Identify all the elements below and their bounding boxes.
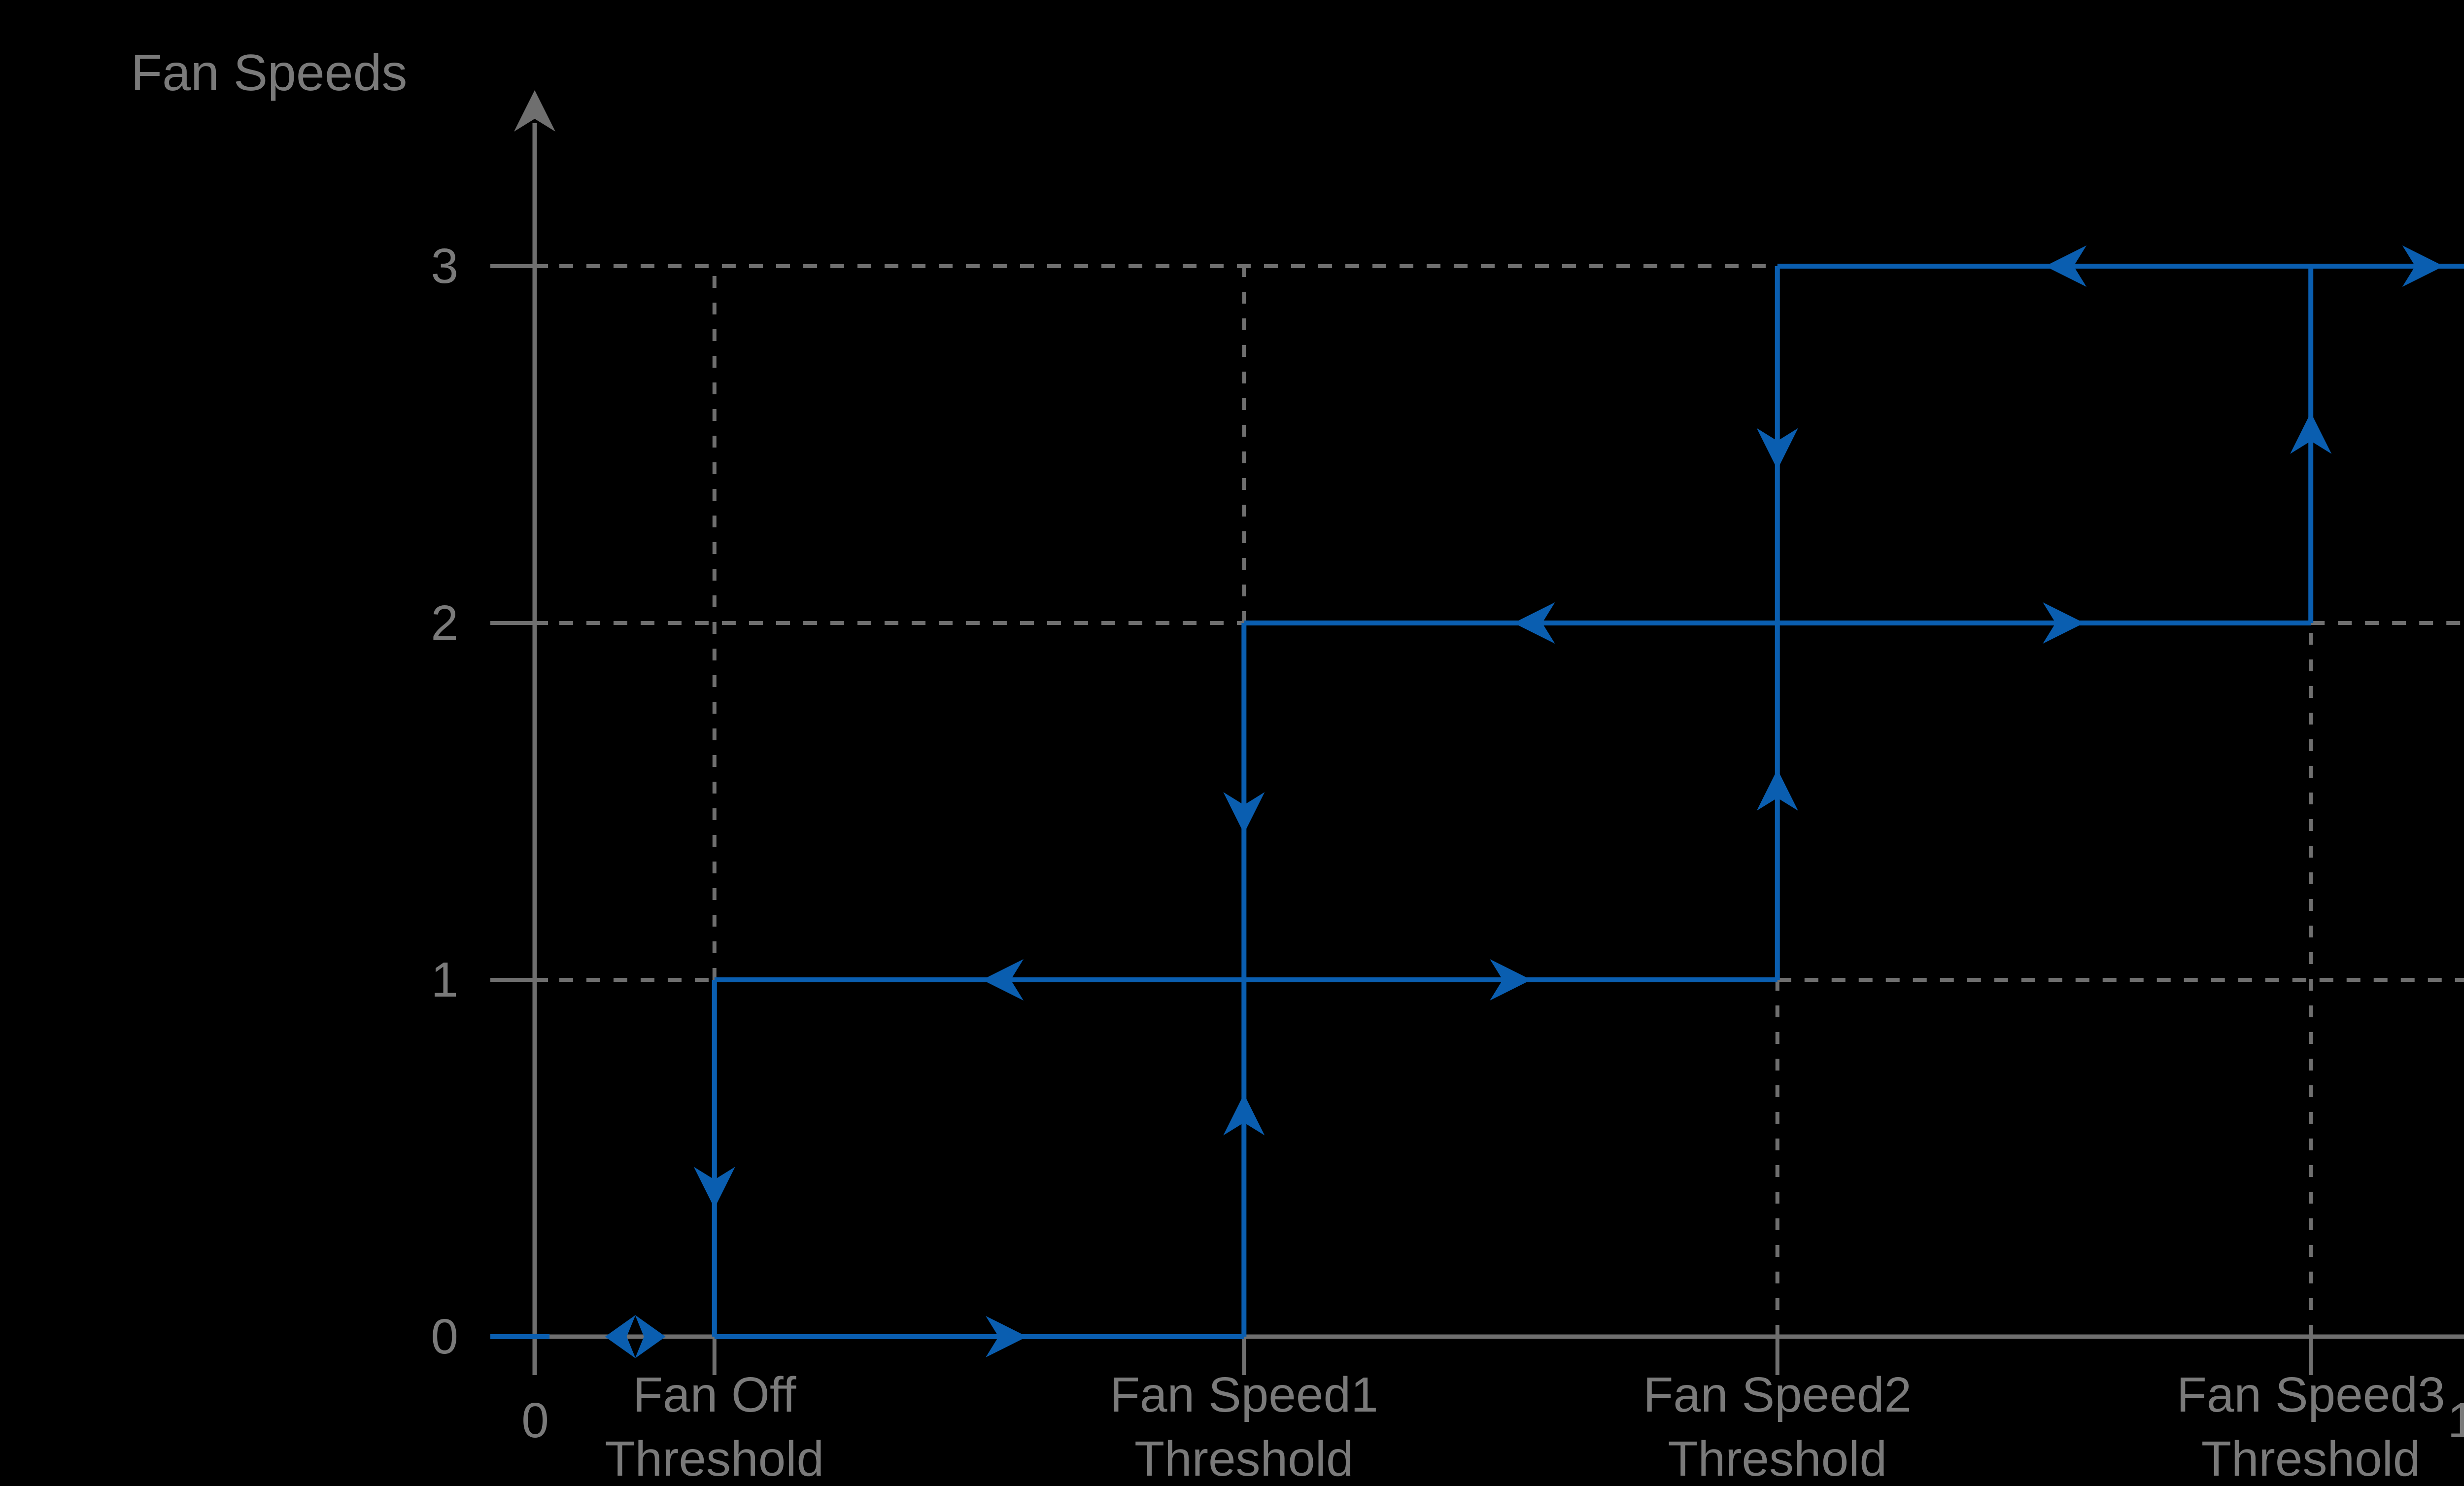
y-tick-label-1: 1: [431, 952, 458, 1007]
direction-arrow-down-icon: [693, 1167, 735, 1209]
threshold-label-fan-speed1: Fan Speed1 Threshold: [1109, 1367, 1378, 1486]
direction-arrow-right-icon: [635, 1315, 666, 1358]
x-tick-label-0: 0: [521, 1393, 549, 1448]
direction-arrow-right-icon: [1490, 959, 1532, 1001]
direction-arrow-right-icon: [2043, 602, 2085, 644]
direction-arrow-left-icon: [1513, 602, 1555, 644]
direction-arrow-left-icon: [605, 1315, 636, 1358]
y-tick-label-2: 2: [431, 595, 458, 651]
direction-arrow-up-icon: [2290, 412, 2332, 454]
threshold-label-fan-speed3: Fan Speed3 Threshold: [2176, 1367, 2445, 1486]
threshold-label-fan-speed2: Fan Speed2 Threshold: [1643, 1367, 1912, 1486]
y-tick-label-0: 0: [431, 1309, 458, 1364]
x-tick-label-100: 100: [2447, 1393, 2464, 1448]
direction-arrow-up-icon: [1223, 1094, 1265, 1136]
direction-arrow-right-icon: [2402, 245, 2444, 287]
direction-arrow-up-icon: [1756, 769, 1798, 811]
threshold-label-fan-off: Fan Off Threshold: [605, 1367, 824, 1486]
y-axis-arrow-icon: [514, 90, 555, 132]
direction-arrow-down-icon: [1756, 428, 1798, 470]
direction-arrow-right-icon: [986, 1316, 1027, 1357]
direction-arrow-down-icon: [1223, 792, 1265, 834]
y-tick-label-3: 3: [431, 239, 458, 294]
direction-arrow-left-icon: [982, 959, 1024, 1001]
y-axis-title: Fan Speeds: [131, 44, 408, 102]
direction-arrow-left-icon: [2045, 245, 2087, 287]
